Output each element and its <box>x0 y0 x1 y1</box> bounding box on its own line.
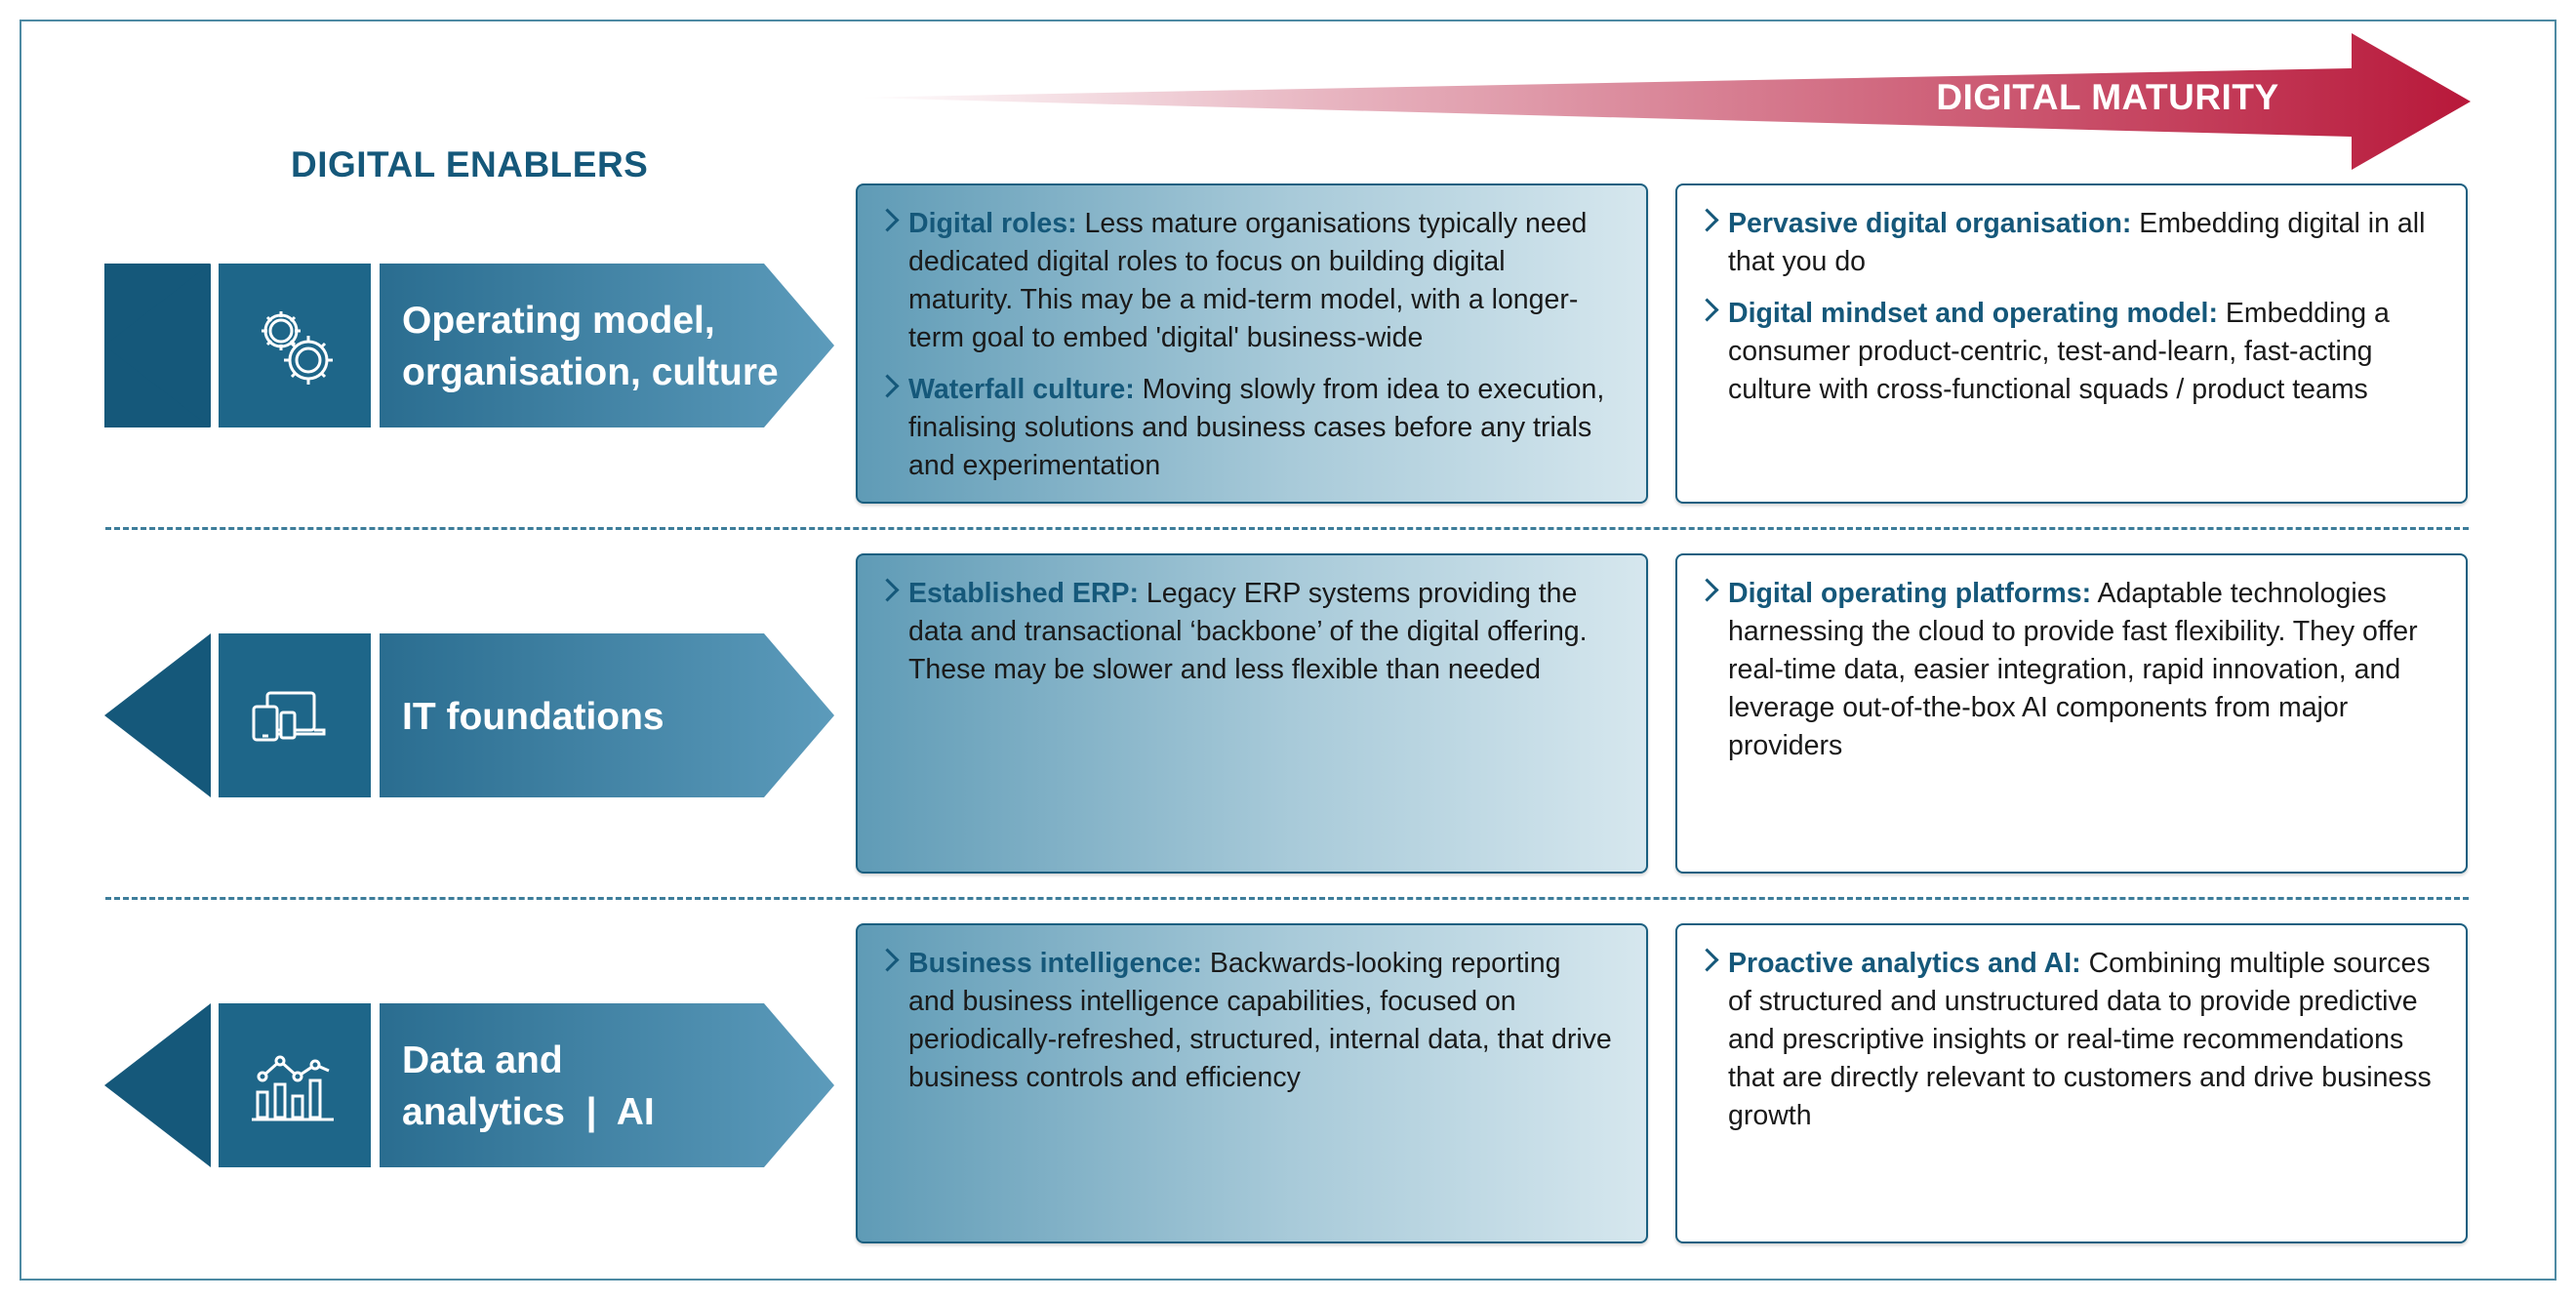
list-item: Digital roles: Less mature organisations… <box>875 205 1613 357</box>
chevron-right-icon <box>875 948 900 972</box>
chevron-right-icon <box>1695 578 1719 602</box>
chevron-right-icon <box>875 208 900 232</box>
low-maturity-card: Established ERP: Legacy ERP systems prov… <box>856 553 1648 874</box>
devices-icon <box>219 633 371 799</box>
high-maturity-card: Pervasive digital organisation: Embeddin… <box>1675 183 2468 504</box>
high-maturity-card: Proactive analytics and AI: Combining mu… <box>1675 923 2468 1243</box>
list-item: Business intelligence: Backwards-looking… <box>875 945 1613 1097</box>
chevron-right-icon <box>1695 298 1719 322</box>
low-maturity-card: Business intelligence: Backwards-looking… <box>856 923 1648 1243</box>
row-divider <box>105 897 2469 900</box>
enabler-shape <box>104 1003 834 1167</box>
row-operating-model: Operating model,organisation, culture Di… <box>0 183 2576 506</box>
list-item: Pervasive digital organisation: Embeddin… <box>1695 205 2433 281</box>
enabler-shape <box>104 264 834 427</box>
list-item: Proactive analytics and AI: Combining mu… <box>1695 945 2433 1135</box>
row-it-foundations: IT foundations Established ERP: Legacy E… <box>0 553 2576 875</box>
list-item: Waterfall culture: Moving slowly from id… <box>875 371 1613 485</box>
chevron-right-icon <box>1695 948 1719 972</box>
maturity-arrow <box>857 33 2471 170</box>
maturity-label: DIGITAL MATURITY <box>1936 77 2279 117</box>
row-divider <box>105 527 2469 530</box>
enabler-label: Operating model,organisation, culture <box>402 300 779 393</box>
enabler-shape <box>104 633 834 797</box>
enabler-label: IT foundations <box>402 695 664 738</box>
chevron-right-icon <box>875 578 900 602</box>
list-item: Established ERP: Legacy ERP systems prov… <box>875 575 1613 689</box>
analytics-chart-icon <box>219 1003 371 1169</box>
chevron-right-icon <box>1695 208 1719 232</box>
chevron-right-icon <box>875 374 900 398</box>
list-item: Digital mindset and operating model: Emb… <box>1695 295 2433 409</box>
enablers-title: DIGITAL ENABLERS <box>291 144 649 184</box>
low-maturity-card: Digital roles: Less mature organisations… <box>856 183 1648 504</box>
gears-icon <box>219 264 371 429</box>
list-item: Digital operating platforms: Adaptable t… <box>1695 575 2433 765</box>
high-maturity-card: Digital operating platforms: Adaptable t… <box>1675 553 2468 874</box>
diagram-frame <box>20 20 2556 1281</box>
